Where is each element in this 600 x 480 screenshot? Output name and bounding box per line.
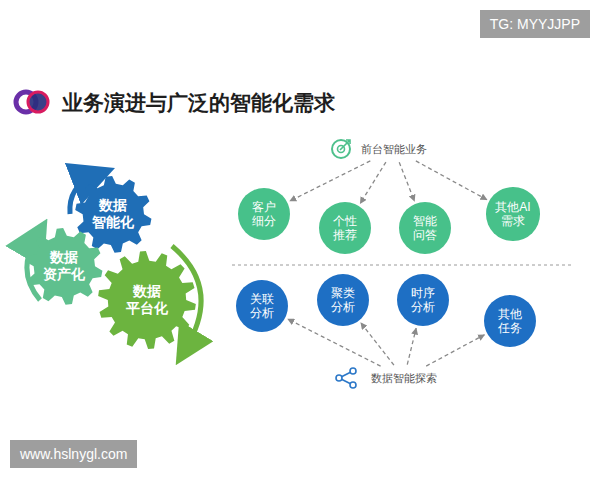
watermark-label: TG: MYYJJPP [480, 10, 590, 38]
node-label: 其他 任务 [498, 307, 522, 336]
node-label: 客户 细分 [252, 200, 276, 229]
dashed-arrow [407, 328, 416, 364]
node-text-box: 数据智能探索 [368, 369, 440, 388]
node-text-box: 智能 问答 [413, 214, 437, 243]
node-text-box: 其他AI 需求 [495, 200, 530, 229]
dashed-arrow [399, 162, 414, 201]
dashed-arrow [290, 161, 370, 201]
target-icon [332, 140, 350, 158]
node-text-box: 数据 资产化 [43, 249, 85, 283]
circle-node: 关联 分析 [236, 280, 288, 332]
node-text-box: 关联 分析 [250, 292, 274, 321]
node-text-box: 其他 任务 [498, 307, 522, 336]
dashed-arrow [426, 335, 484, 366]
node-label: 聚类 分析 [331, 286, 355, 315]
node-text-box: 客户 细分 [252, 200, 276, 229]
node-text-box: 前台智能业务 [358, 140, 430, 159]
node-label: 其他AI 需求 [495, 200, 530, 229]
share-icon [336, 368, 356, 388]
node-label: 数据 资产化 [43, 249, 85, 283]
gear-node: 数据 智能化 [74, 175, 153, 254]
circle-node: 时序 分析 [397, 274, 449, 326]
node-label: 关联 分析 [250, 292, 274, 321]
gear-node: 数据 平台化 [97, 250, 197, 350]
circle-node: 客户 细分 [238, 188, 290, 240]
gear-node: 数据 资产化 [25, 227, 104, 306]
node-label: 时序 分析 [411, 286, 435, 315]
node-text-box: 数据 平台化 [126, 283, 168, 317]
node-label: 数据 平台化 [126, 283, 168, 317]
node-label: 前台智能业务 [358, 140, 430, 159]
dashed-arrow [288, 319, 381, 366]
text-tag-node: 前台智能业务 [356, 139, 432, 160]
node-label: 个性 推荐 [333, 214, 357, 243]
dashed-arrow [360, 162, 386, 203]
dashed-arrow [416, 161, 487, 200]
circle-node: 其他 任务 [484, 295, 536, 347]
node-label: 数据 智能化 [92, 197, 134, 231]
circle-node: 聚类 分析 [317, 274, 369, 326]
circle-node: 智能 问答 [399, 202, 451, 254]
circle-node: 其他AI 需求 [486, 187, 540, 241]
node-label: 智能 问答 [413, 214, 437, 243]
node-label: 数据智能探索 [368, 369, 440, 388]
circle-node: 个性 推荐 [319, 202, 371, 254]
divider-line [232, 265, 572, 266]
diagram-title: 业务演进与广泛的智能化需求 [62, 89, 335, 117]
node-text-box: 时序 分析 [411, 286, 435, 315]
text-tag-node: 数据智能探索 [366, 368, 442, 389]
logo [16, 92, 48, 112]
node-text-box: 数据 智能化 [92, 197, 134, 231]
watermark-label: www.hslnygl.com [10, 440, 137, 468]
node-text-box: 个性 推荐 [333, 214, 357, 243]
node-text-box: 聚类 分析 [331, 286, 355, 315]
dashed-arrow [361, 323, 394, 365]
